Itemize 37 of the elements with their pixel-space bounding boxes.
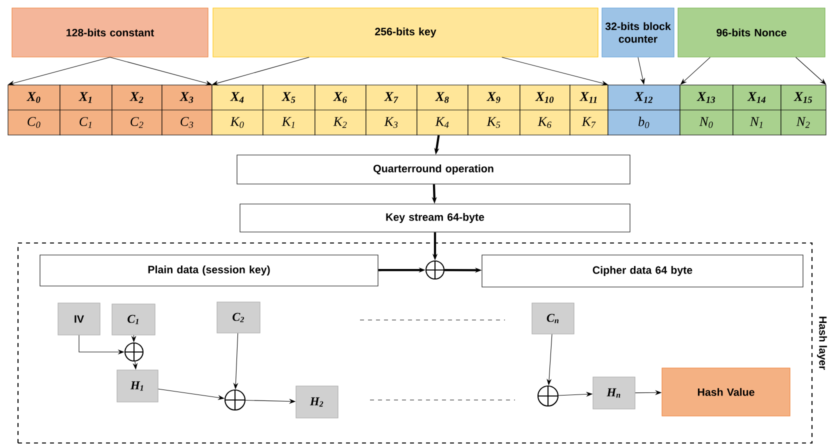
state-column: X$_{3}$ C$_{3}$ [162,84,212,136]
block-box: H$_{2}$ [296,386,338,418]
block-box: C$_{1}$ [112,304,156,336]
state-column: X$_{7}$ K$_{3}$ [366,84,418,136]
state-column: X$_{9}$ K$_{5}$ [468,84,520,136]
field-box: 256-bits key [212,8,598,58]
block-box: IV [58,302,100,336]
xor-symbol [124,342,144,362]
state-column: X$_{6}$ K$_{2}$ [314,84,366,136]
state-column: X$_{1}$ C$_{1}$ [60,84,112,136]
field-box: 96-bits Nonce [678,8,826,58]
state-column: X$_{12}$ b$_{0}$ [608,84,680,136]
xor-symbol [537,385,559,407]
state-column: X$_{0}$ C$_{0}$ [8,84,60,136]
block-box: C$_{2}$ [216,302,260,334]
state-column: X$_{8}$ K$_{4}$ [416,84,468,136]
state-column: X$_{11}$ K$_{7}$ [570,84,608,136]
state-column: X$_{14}$ N$_{1}$ [732,84,782,136]
state-column: X$_{2}$ C$_{2}$ [112,84,162,136]
xor-symbol [425,260,445,280]
state-column: X$_{5}$ K$_{1}$ [262,84,316,136]
field-box: 128-bits constant [12,8,208,58]
block-box: H$_{1}$ [116,370,158,402]
xor-symbol [224,389,246,411]
block-box: C$_{n}$ [532,302,574,334]
process-box: Cipher data 64 byte [482,254,804,288]
process-box: Key stream 64-byte [240,204,630,232]
process-box: Plain data (session key) [40,254,378,286]
state-column: X$_{4}$ K$_{0}$ [212,84,264,136]
block-box: H$_{n}$ [592,376,636,410]
result-box: Hash Value [662,368,790,416]
state-column: X$_{13}$ N$_{0}$ [680,84,734,136]
process-box: Quarterround operation [236,154,630,184]
state-column: X$_{15}$ N$_{2}$ [780,84,826,136]
node-label: Hash layer [817,316,827,370]
field-box: 32-bits block counter [602,8,674,58]
state-column: X$_{10}$ K$_{6}$ [520,84,570,136]
